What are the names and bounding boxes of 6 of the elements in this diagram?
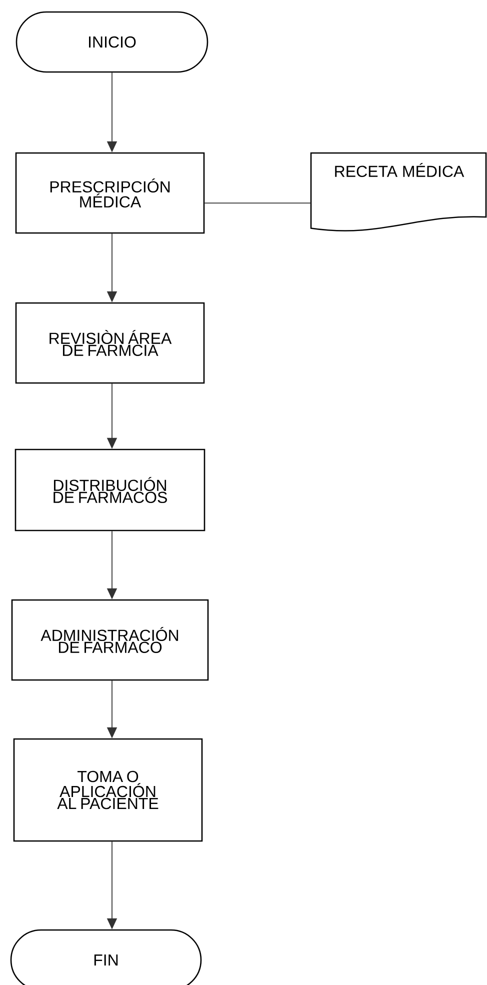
process-box: DISTRIBUCIÓN DE FARMACOS: [14, 448, 206, 532]
process-box: TOMA O APLICACIÓN AL PACIENTE: [13, 738, 203, 842]
process-box: ADMINISTRACIÓN DE FARMACO: [11, 599, 209, 681]
connector-line: [204, 202, 312, 204]
process-box: PRESCRIPCIÓN MÉDICA: [15, 152, 205, 234]
process-box: REVISIÒN ÁREA DE FARMCIA: [15, 302, 205, 384]
